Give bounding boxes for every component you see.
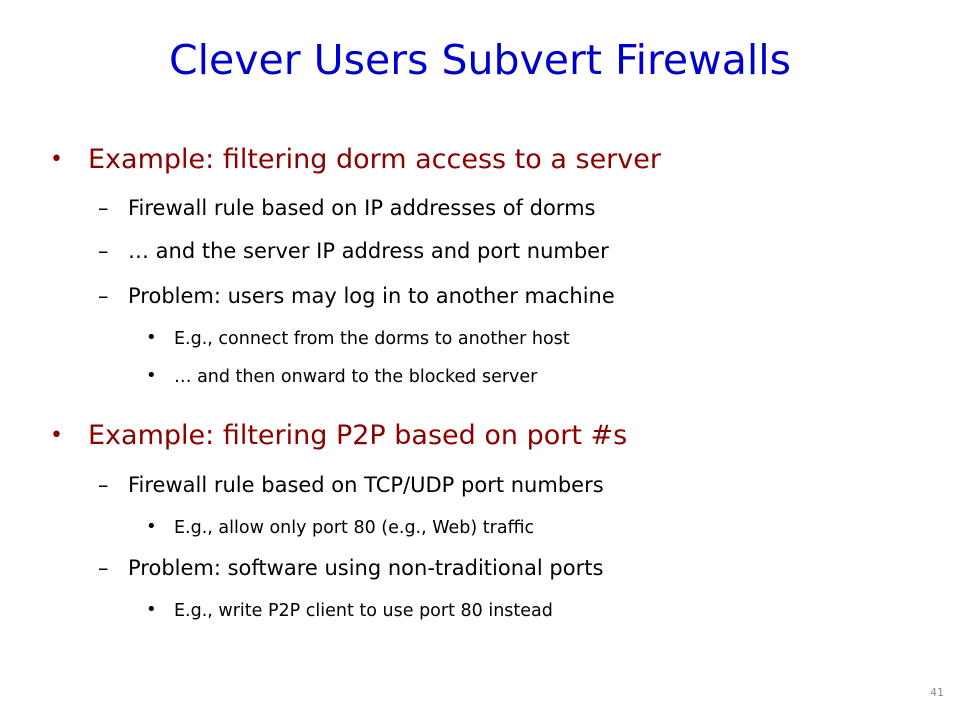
sub-bullet-level2: – Problem: users may log in to another m…	[98, 281, 615, 311]
slide-number: 41	[930, 686, 944, 699]
sub-bullet-text: E.g., allow only port 80 (e.g., Web) tra…	[174, 518, 535, 538]
sub-bullet-level2: – Firewall rule based on TCP/UDP port nu…	[98, 470, 604, 500]
dash-icon: –	[98, 284, 109, 308]
sub-bullet-text: E.g., connect from the dorms to another …	[174, 329, 570, 349]
bullet-icon: •	[50, 423, 63, 448]
bullet-text: Example: filtering dorm access to a serv…	[88, 144, 661, 175]
sub-bullet-level3: • E.g., allow only port 80 (e.g., Web) t…	[146, 515, 535, 541]
bullet-icon: •	[146, 516, 157, 537]
sub-bullet-level2: – … and the server IP address and port n…	[98, 236, 609, 266]
bullet-level1: • Example: filtering dorm access to a se…	[50, 142, 661, 178]
slide-title: Clever Users Subvert Firewalls	[169, 36, 791, 84]
dash-icon: –	[98, 196, 109, 220]
bullet-text: Example: filtering P2P based on port #s	[88, 420, 628, 451]
bullet-icon: •	[146, 327, 157, 348]
sub-bullet-text: Firewall rule based on IP addresses of d…	[128, 196, 596, 220]
dash-icon: –	[98, 239, 109, 263]
sub-bullet-level2: – Firewall rule based on IP addresses of…	[98, 193, 596, 223]
bullet-icon: •	[146, 365, 157, 386]
sub-bullet-text: Problem: software using non-traditional …	[128, 556, 604, 580]
sub-bullet-level3: • E.g., connect from the dorms to anothe…	[146, 326, 570, 352]
dash-icon: –	[98, 473, 109, 497]
sub-bullet-text: E.g., write P2P client to use port 80 in…	[174, 601, 553, 621]
sub-bullet-text: Firewall rule based on TCP/UDP port numb…	[128, 473, 604, 497]
sub-bullet-level3: • … and then onward to the blocked serve…	[146, 364, 538, 390]
sub-bullet-text: Problem: users may log in to another mac…	[128, 284, 615, 308]
sub-bullet-level3: • E.g., write P2P client to use port 80 …	[146, 598, 553, 624]
sub-bullet-text: … and then onward to the blocked server	[174, 367, 538, 387]
dash-icon: –	[98, 556, 109, 580]
sub-bullet-text: … and the server IP address and port num…	[128, 239, 609, 263]
bullet-icon: •	[50, 147, 63, 172]
sub-bullet-level2: – Problem: software using non-traditiona…	[98, 553, 604, 583]
bullet-level1: • Example: filtering P2P based on port #…	[50, 418, 628, 454]
bullet-icon: •	[146, 599, 157, 620]
